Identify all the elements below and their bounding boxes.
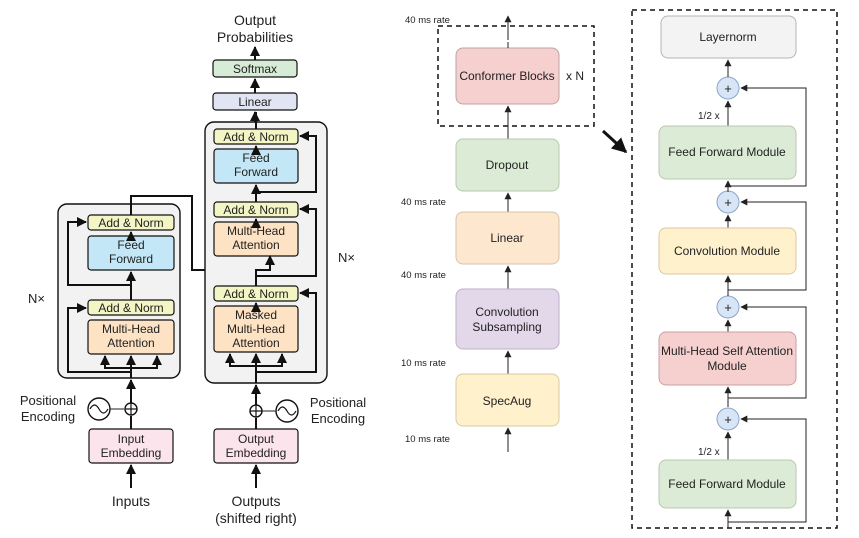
decoder-attention-label-2: Attention <box>232 238 279 252</box>
conformer-block-dashed-frame <box>631 9 838 529</box>
residual-plus-icon-4 <box>716 407 740 431</box>
linear-module-box <box>455 211 560 265</box>
decoder-feed-forward-label-2: Forward <box>234 165 278 179</box>
expand-arrow-icon <box>601 129 628 154</box>
specaug-label: SpecAug <box>483 394 532 408</box>
outputs-label: Outputs <box>231 493 280 509</box>
linear-label: Linear <box>238 95 271 109</box>
encoder-positional-encoding-label-2: Encoding <box>21 409 75 424</box>
convolution-subsampling-label-1: Convolution <box>475 305 538 319</box>
softmax-label: Softmax <box>233 62 277 76</box>
input-embedding-label-2: Embedding <box>101 446 162 460</box>
encoder-feed-forward-label-2: Forward <box>109 252 153 266</box>
output-embedding-label-1: Output <box>238 432 275 446</box>
encoder-nx-label: N× <box>28 291 45 306</box>
decoder-add-norm-3-label: Add & Norm <box>223 287 288 301</box>
conformer-blocks-label: Conformer Blocks <box>459 69 554 83</box>
linear-box <box>212 92 298 111</box>
encoder-feed-forward-label-1: Feed <box>117 238 144 252</box>
feed-forward-bottom-box <box>658 459 797 509</box>
times-n-label: x N <box>566 69 584 83</box>
encoder-attention-label-1: Multi-Head <box>102 322 160 336</box>
conformer-block-detail: Layernorm + 1/2 x Feed Forward Module + … <box>631 9 838 529</box>
softmax-box <box>212 59 298 78</box>
layernorm-label: Layernorm <box>699 30 756 44</box>
encoder-multi-head-attention <box>87 319 175 355</box>
rate-top-label: 40 ms rate <box>405 15 450 26</box>
residual-plus-label-2: + <box>724 195 732 210</box>
output-probabilities-label-1: Output <box>234 12 276 28</box>
layernorm-box <box>660 15 797 59</box>
rate-after-linear-label: 40 ms rate <box>401 197 446 208</box>
shifted-right-label: (shifted right) <box>215 510 297 526</box>
decoder-nx-label: N× <box>338 250 355 265</box>
dropout-box <box>455 138 560 192</box>
convolution-subsampling-box <box>455 288 560 350</box>
encoder-add-norm-2-label: Add & Norm <box>98 301 163 315</box>
decoder-add-norm-2-label: Add & Norm <box>223 203 288 217</box>
conformer-blocks-dashed-frame <box>437 25 595 127</box>
encoder-add-norm-1-label: Add & Norm <box>98 216 163 230</box>
decoder-add-norm-1-label: Add & Norm <box>223 130 288 144</box>
linear-module-label: Linear <box>490 231 523 245</box>
encoder-positional-encoding-label-1: Positional <box>20 393 76 408</box>
rate-after-subsampling-label: 40 ms rate <box>401 270 446 281</box>
rate-after-specaug-label: 10 ms rate <box>401 358 446 369</box>
rate-input-label: 10 ms rate <box>405 434 450 445</box>
feed-forward-top-box <box>658 125 797 180</box>
conformer-pipeline: 40 ms rate Conformer Blocks x N Dropout … <box>401 15 628 452</box>
decoder-masked-attention-label-1: Masked <box>235 308 277 322</box>
decoder-positional-encoding-label-2: Encoding <box>311 411 365 426</box>
output-embedding-label-2: Embedding <box>226 446 287 460</box>
mhsa-module-box <box>658 331 797 386</box>
encoder-attention-label-2: Attention <box>107 336 154 350</box>
convolution-subsampling-label-2: Subsampling <box>472 320 541 334</box>
decoder-positional-encoding-label-1: Positional <box>310 395 366 410</box>
specaug-box <box>455 373 560 427</box>
feed-forward-top-label: Feed Forward Module <box>668 145 786 159</box>
transformer-diagram: Output Probabilities Softmax Linear N× A… <box>20 12 366 526</box>
feed-forward-bottom-label: Feed Forward Module <box>668 477 786 491</box>
residual-plus-label-4: + <box>724 412 732 427</box>
mhsa-module-label-2: Module <box>707 359 747 373</box>
half-top-label: 1/2 x <box>698 111 720 122</box>
mhsa-module-label-1: Multi-Head Self Attention <box>661 344 793 358</box>
half-bottom-label: 1/2 x <box>698 447 720 458</box>
decoder-attention-label-1: Multi-Head <box>227 224 285 238</box>
convolution-module-label: Convolution Module <box>674 244 780 258</box>
decoder-masked-attention-label-3: Attention <box>232 336 279 350</box>
input-embedding-label-1: Input <box>118 432 145 446</box>
inputs-label: Inputs <box>112 493 150 509</box>
residual-plus-label-1: + <box>724 81 732 96</box>
output-probabilities-label-2: Probabilities <box>217 29 293 45</box>
residual-plus-label-3: + <box>724 300 732 315</box>
dropout-label: Dropout <box>486 158 529 172</box>
decoder-masked-attention-label-2: Multi-Head <box>227 322 285 336</box>
convolution-module-box <box>658 227 797 275</box>
decoder-feed-forward-label-1: Feed <box>242 151 269 165</box>
